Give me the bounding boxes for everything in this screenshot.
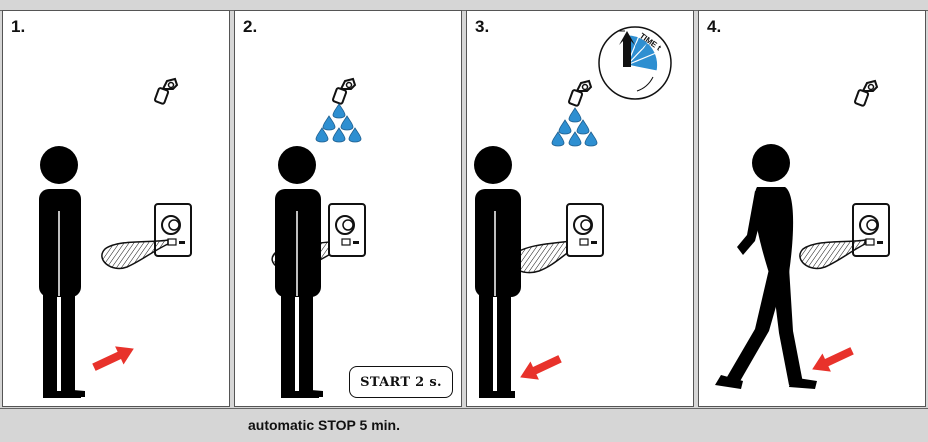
person-figure [39, 146, 85, 398]
water-drops-icon [316, 104, 361, 142]
shower-head-icon [154, 79, 177, 104]
shower-head-icon [568, 81, 591, 106]
start-delay-badge: START 2 s. [349, 366, 453, 398]
step-panel-3: 3. [466, 10, 694, 407]
step-1-illustration [3, 11, 231, 408]
step-panel-4: 4. [698, 10, 926, 407]
footer-bar: automatic STOP 5 min. [0, 408, 928, 442]
control-panel-icon [567, 204, 603, 256]
person-figure [474, 146, 521, 398]
auto-stop-label: automatic STOP 5 min. [248, 417, 400, 433]
person-figure [275, 146, 323, 398]
step-2-illustration [235, 11, 463, 408]
shower-head-icon [854, 81, 877, 106]
walk-in-arrow [90, 340, 138, 377]
step-panel-2: 2. [234, 10, 462, 407]
water-drops-icon [552, 108, 597, 146]
step-4-illustration [699, 11, 927, 408]
timer-dial-icon: TIME t [599, 27, 671, 99]
walking-person-figure [715, 144, 817, 389]
step-3-illustration: TIME t [467, 11, 695, 408]
walk-out-arrow [516, 350, 564, 387]
walk-away-arrow [808, 342, 856, 379]
shower-head-icon [332, 79, 355, 104]
control-panel-icon [329, 204, 365, 256]
step-panel-1: 1. [2, 10, 230, 407]
